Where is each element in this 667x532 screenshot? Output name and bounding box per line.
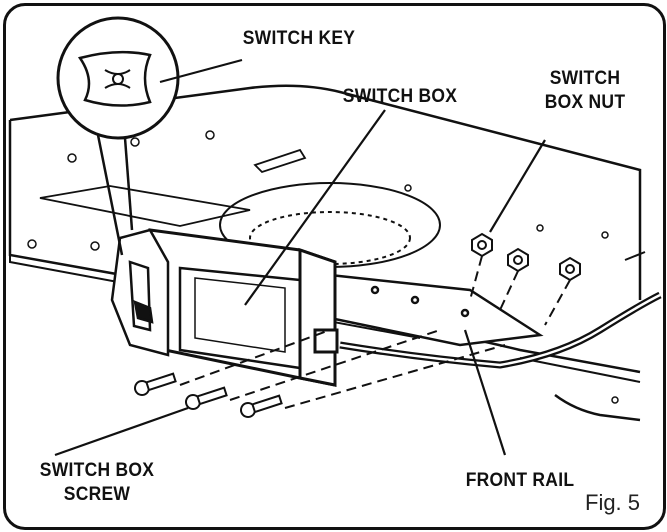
switch-box-screws xyxy=(134,372,283,418)
switch-key-holder xyxy=(110,228,170,357)
power-cord xyxy=(339,291,662,369)
figure-label: Fig. 5 xyxy=(585,490,641,515)
switch-box-nuts xyxy=(471,232,581,282)
front-rail-shape xyxy=(328,273,544,347)
label-switch-box-screw-line2: SCREW xyxy=(63,484,131,505)
label-switch-key: SWITCH KEY xyxy=(242,28,356,49)
plate-holes xyxy=(27,130,619,404)
alignment-lines xyxy=(179,255,571,409)
label-switch-box-nut-line2: BOX NUT xyxy=(544,92,626,113)
switch-box-shape xyxy=(148,228,339,387)
label-switch-box-screw-line1: SWITCH BOX xyxy=(39,460,155,481)
label-front-rail: FRONT RAIL xyxy=(465,470,575,491)
leader-lines xyxy=(54,58,546,457)
label-switch-box: SWITCH BOX xyxy=(342,86,458,107)
label-switch-box-nut-line1: SWITCH xyxy=(549,68,621,89)
switch-key-magnifier xyxy=(56,16,180,256)
